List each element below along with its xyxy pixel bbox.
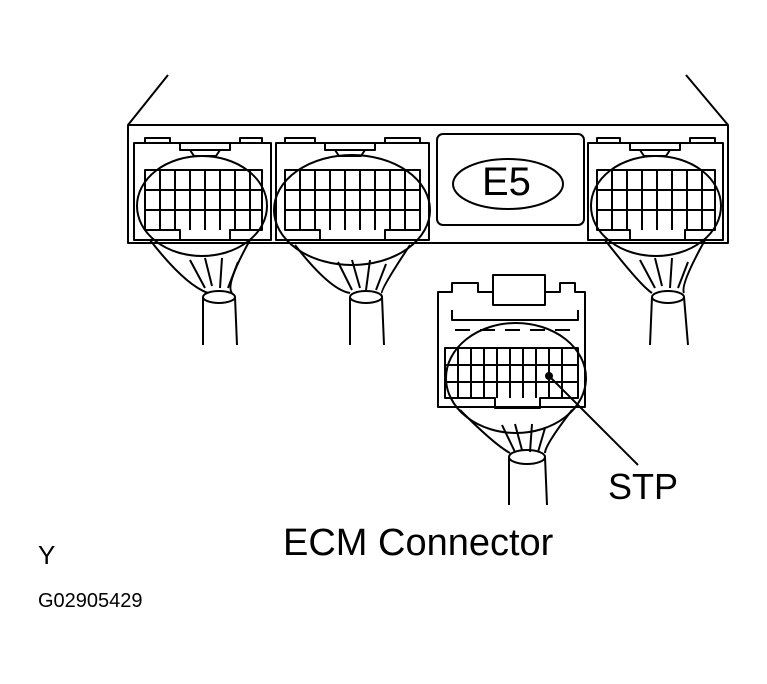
terminal-label: STP [608, 466, 679, 507]
side-marker-label: Y [38, 540, 56, 570]
ecm-connector-1 [133, 137, 272, 346]
diagram-title: ECM Connector [283, 522, 554, 564]
ecm-housing [127, 74, 729, 244]
detached-connector [437, 274, 587, 506]
ecm-connector-3 [587, 137, 724, 346]
stp-leader-line [545, 372, 639, 466]
connector-id-label: E5 [482, 160, 531, 204]
ecm-connector-2 [273, 137, 431, 346]
e5-label-plate [436, 133, 585, 226]
figure-code: G02905429 [38, 590, 143, 612]
